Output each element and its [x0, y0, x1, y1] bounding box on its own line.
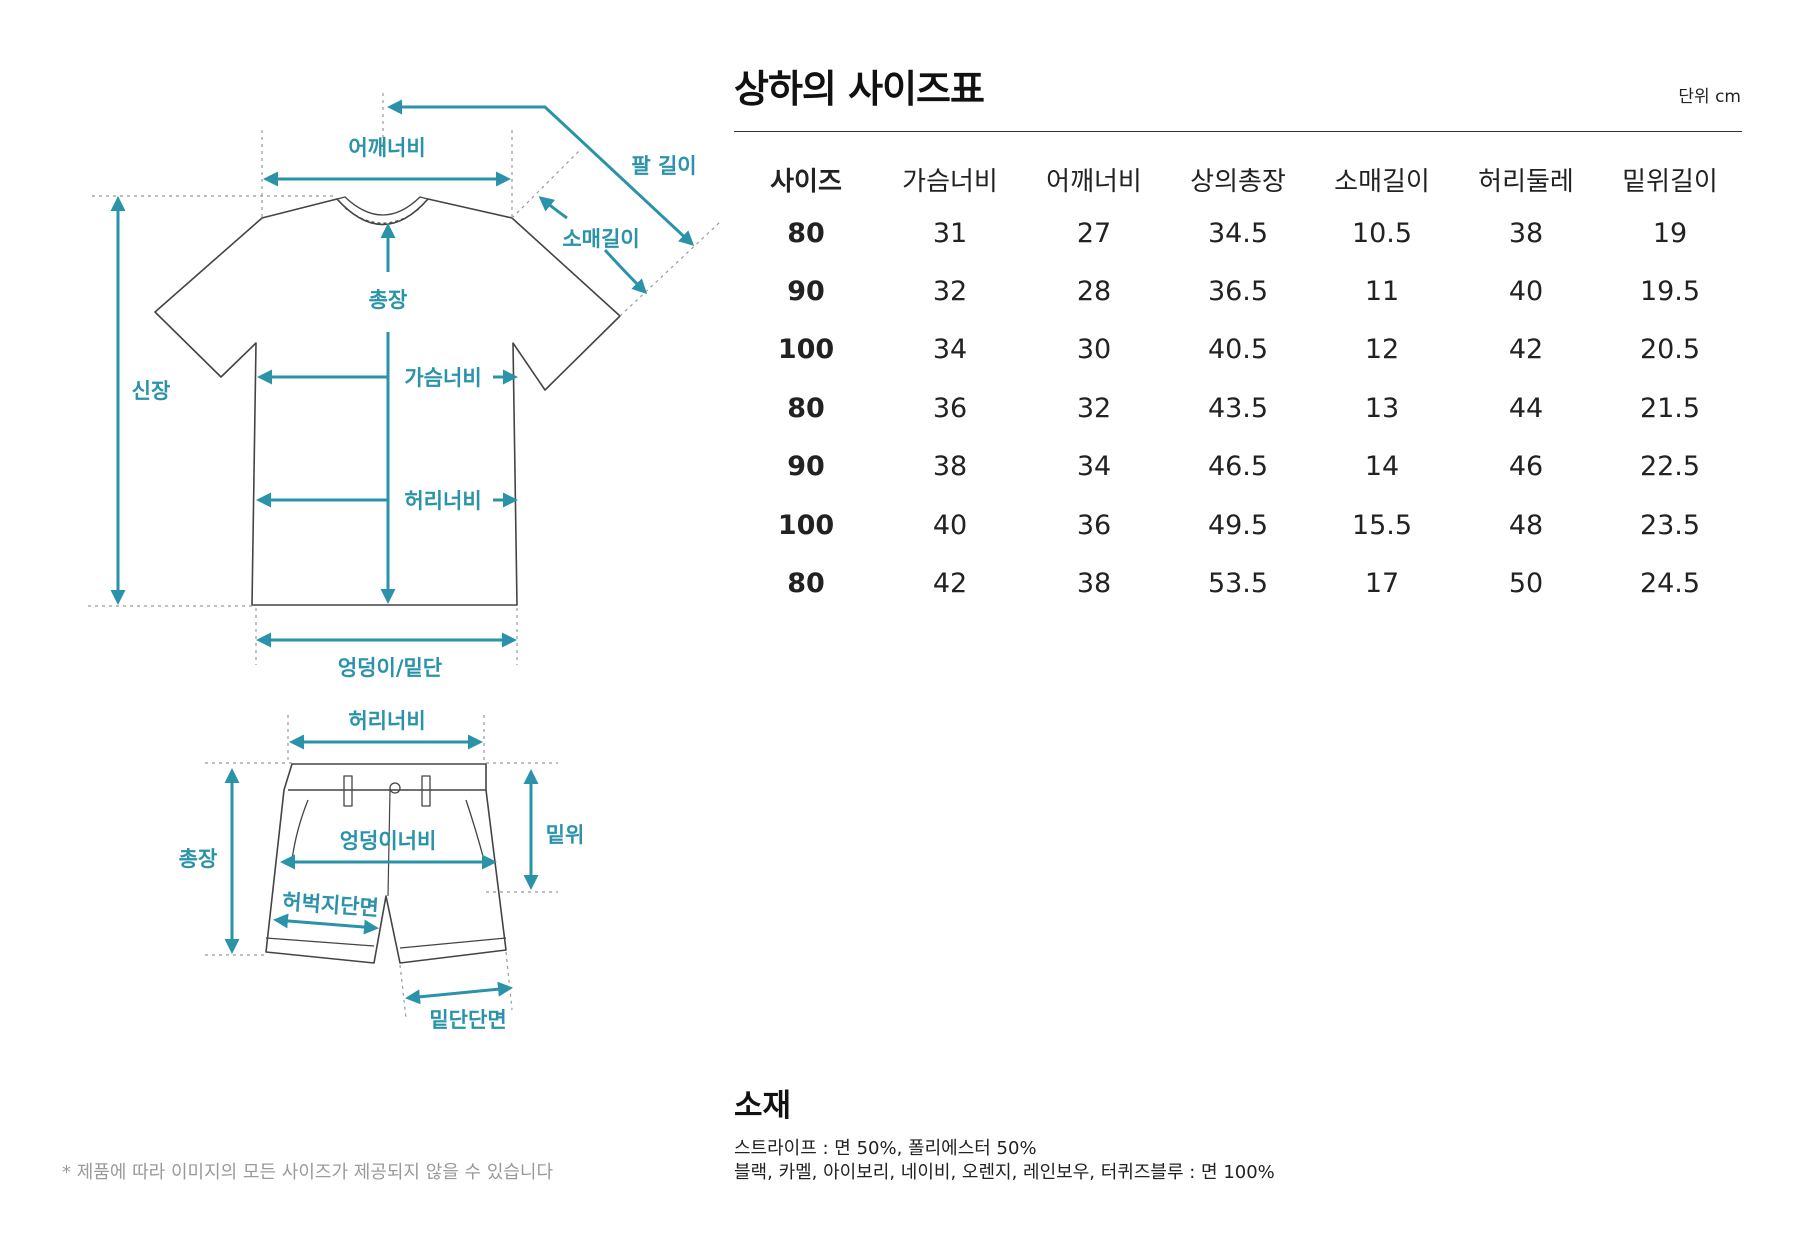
table-cell: 11 — [1364, 276, 1400, 308]
table-cell: 12 — [1364, 334, 1400, 366]
label-shorts-length: 총장 — [179, 847, 218, 871]
table-cell: 40 — [932, 509, 968, 541]
table-row: 80 42 38 53.5 17 50 24.5 — [734, 554, 1742, 612]
table-cell: 36.5 — [1207, 276, 1269, 308]
label-hem: 엉덩이/밑단 — [338, 656, 442, 680]
label-shorts-waist: 허리너비 — [348, 709, 425, 733]
table-cell: 34 — [1076, 451, 1112, 483]
table-cell: 48 — [1508, 509, 1544, 541]
table-cell: 32 — [1076, 392, 1112, 424]
size-table-header-row: 사이즈 가슴너비 어깨너비 상의총장 소매길이 허리둘레 밑위길이 — [734, 154, 1742, 204]
table-cell: 20.5 — [1639, 334, 1701, 366]
label-shorts-rise: 밑위 — [546, 823, 585, 847]
table-cell: 44 — [1508, 392, 1544, 424]
table-cell: 30 — [1076, 334, 1112, 366]
table-cell: 90 — [787, 276, 825, 308]
shorts-hem-arrow — [405, 981, 513, 1005]
shorts-guides — [205, 715, 558, 1019]
table-header: 소매길이 — [1334, 166, 1430, 197]
table-header: 허리둘레 — [1478, 166, 1574, 197]
table-cell: 36 — [1076, 509, 1112, 541]
table-header: 가슴너비 — [902, 166, 998, 197]
table-cell: 22.5 — [1639, 451, 1701, 483]
table-cell: 46.5 — [1207, 451, 1269, 483]
size-table: 사이즈 가슴너비 어깨너비 상의총장 소매길이 허리둘레 밑위길이 80 31 … — [734, 154, 1742, 613]
table-cell: 23.5 — [1639, 509, 1701, 541]
disclaimer-note: * 제품에 따라 이미지의 모든 사이즈가 제공되지 않을 수 있습니다 — [62, 1162, 554, 1183]
table-cell: 80 — [787, 392, 825, 424]
table-header: 어깨너비 — [1046, 166, 1142, 197]
table-cell: 80 — [787, 568, 825, 600]
table-cell: 31 — [932, 217, 968, 249]
table-cell: 21.5 — [1639, 392, 1701, 424]
table-row: 80 31 27 34.5 10.5 38 19 — [734, 204, 1742, 262]
table-header: 밑위길이 — [1622, 166, 1718, 197]
table-cell: 13 — [1364, 392, 1400, 424]
table-cell: 90 — [787, 451, 825, 483]
table-cell: 80 — [787, 217, 825, 249]
table-cell: 36 — [932, 392, 968, 424]
material-line-stripe: 스트라이프 : 면 50%, 폴리에스터 50% — [734, 1138, 1037, 1159]
table-cell: 100 — [777, 509, 835, 541]
table-header: 사이즈 — [770, 166, 842, 197]
table-cell: 42 — [1508, 334, 1544, 366]
material-line-solid: 블랙, 카멜, 아이보리, 네이비, 오렌지, 레인보우, 터퀴즈블루 : 면 … — [734, 1162, 1275, 1183]
title-divider — [734, 131, 1742, 132]
tshirt-labels: 어깨너비 팔 길이 소매길이 총장 신장 가슴너비 허리너비 엉덩이/밑단 — [132, 136, 697, 680]
table-cell: 38 — [932, 451, 968, 483]
table-cell: 15.5 — [1351, 509, 1413, 541]
table-cell: 10.5 — [1351, 217, 1413, 249]
label-chest: 가슴너비 — [404, 366, 481, 390]
table-row: 80 36 32 43.5 13 44 21.5 — [734, 379, 1742, 437]
table-header: 상의총장 — [1190, 166, 1286, 197]
label-shoulder: 어깨너비 — [348, 136, 425, 160]
table-cell: 42 — [932, 568, 968, 600]
label-shorts-hip: 엉덩이너비 — [340, 829, 437, 853]
label-shorts-hem: 밑단단면 — [429, 1008, 506, 1032]
table-cell: 19 — [1652, 217, 1688, 249]
table-row: 90 32 28 36.5 11 40 19.5 — [734, 262, 1742, 320]
table-cell: 34 — [932, 334, 968, 366]
tshirt-arrows — [110, 99, 695, 648]
page-title: 상하의 사이즈표 — [734, 67, 985, 111]
table-cell: 19.5 — [1639, 276, 1701, 308]
table-cell: 14 — [1364, 451, 1400, 483]
label-sleeve-length: 소매길이 — [562, 227, 639, 251]
table-row: 90 38 34 46.5 14 46 22.5 — [734, 438, 1742, 496]
table-row: 100 34 30 40.5 12 42 20.5 — [734, 321, 1742, 379]
table-cell: 38 — [1076, 568, 1112, 600]
shorts-thigh-arrow — [273, 913, 379, 935]
table-cell: 49.5 — [1207, 509, 1269, 541]
table-row: 100 40 36 49.5 15.5 48 23.5 — [734, 496, 1742, 554]
table-cell: 40 — [1508, 276, 1544, 308]
label-arm-length: 팔 길이 — [631, 154, 696, 178]
table-cell: 43.5 — [1207, 392, 1269, 424]
table-cell: 28 — [1076, 276, 1112, 308]
label-height: 신장 — [132, 379, 171, 403]
label-waist: 허리너비 — [404, 489, 481, 513]
table-cell: 24.5 — [1639, 568, 1701, 600]
shorts-labels: 허리너비 총장 밑위 엉덩이너비 허벅지단면 밑단단면 — [179, 709, 585, 1032]
table-cell: 53.5 — [1207, 568, 1269, 600]
table-cell: 17 — [1364, 568, 1400, 600]
sleeve-length-arrow — [541, 198, 645, 292]
material-title: 소재 — [734, 1088, 792, 1124]
table-cell: 40.5 — [1207, 334, 1269, 366]
table-cell: 46 — [1508, 451, 1544, 483]
shorts-arrows — [224, 734, 539, 1005]
table-cell: 32 — [932, 276, 968, 308]
table-cell: 34.5 — [1207, 217, 1269, 249]
table-cell: 100 — [777, 334, 835, 366]
table-cell: 50 — [1508, 568, 1544, 600]
unit-label: 단위 cm — [1678, 87, 1741, 107]
table-cell: 27 — [1076, 217, 1112, 249]
table-cell: 38 — [1508, 217, 1544, 249]
label-length: 총장 — [369, 288, 408, 312]
